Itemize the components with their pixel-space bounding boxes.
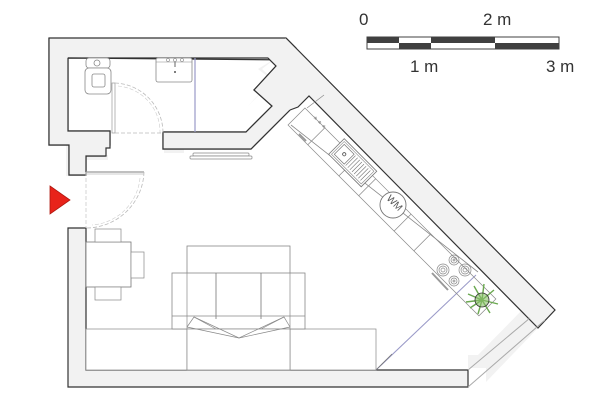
bathroom-door[interactable] bbox=[111, 82, 164, 134]
scale-label-2m: 2 m bbox=[483, 10, 512, 29]
fridge-icon: * * * bbox=[298, 114, 328, 142]
dining-set bbox=[85, 228, 145, 301]
sofa-bed bbox=[85, 245, 393, 371]
scale-label-1m: 1 m bbox=[410, 57, 439, 76]
chair bbox=[94, 228, 122, 243]
washing-machine-icon: WM bbox=[379, 191, 407, 219]
scale-label-0: 0 bbox=[359, 10, 369, 29]
kitchen: * * * WM bbox=[287, 94, 499, 317]
entrance-door[interactable] bbox=[85, 171, 145, 229]
scale-label-3m: 3 m bbox=[546, 57, 575, 76]
fridge-symbol: * * * bbox=[310, 114, 328, 132]
radiator-icon bbox=[189, 152, 253, 160]
dining-table bbox=[85, 241, 132, 288]
hob-icon bbox=[431, 254, 472, 291]
chair bbox=[130, 251, 145, 279]
chair bbox=[94, 286, 122, 301]
bathroom bbox=[84, 57, 196, 134]
toilet-icon bbox=[84, 57, 112, 95]
sink-icon bbox=[328, 138, 378, 188]
entrance-arrow-icon bbox=[49, 185, 71, 215]
walls bbox=[48, 37, 556, 388]
scale-bar bbox=[366, 36, 560, 50]
washbasin-icon bbox=[155, 57, 193, 83]
plant-icon bbox=[465, 283, 499, 315]
exterior-wall bbox=[49, 38, 555, 387]
